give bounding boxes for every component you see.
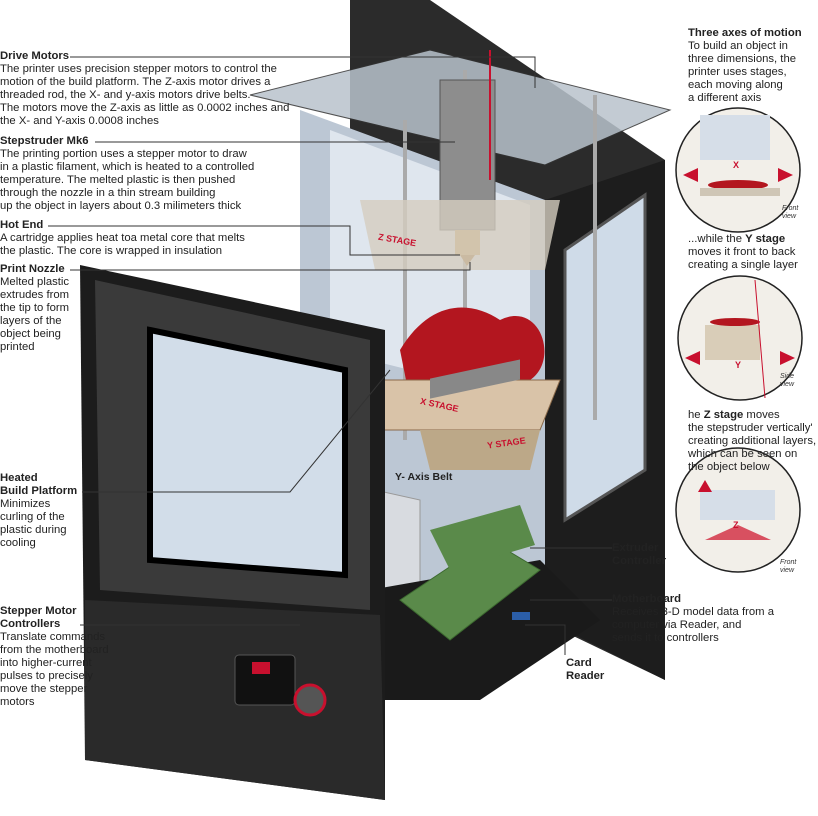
z-text-post: moves the stepstruder vertically' creati… — [688, 409, 817, 473]
sidebar-z-text: he Z stage moves the stepstruder vertica… — [688, 409, 816, 474]
callout-title: Motherboard — [612, 593, 682, 605]
callout-body: Minimizes curling of the plastic during … — [0, 498, 67, 549]
callout-title: Hot End — [0, 219, 44, 231]
view-z-circle — [675, 447, 801, 573]
callout-body: A cartridge applies heat toa metal core … — [0, 232, 245, 257]
callout-print-nozzle: Print Nozzle Melted plastic extrudes fro… — [0, 263, 69, 354]
callout-title: Stepstruder Mk6 — [0, 135, 89, 147]
y-text-bold: Y stage — [745, 233, 786, 245]
callout-stepper-controllers: Stepper Motor Controllers Translate comm… — [0, 605, 109, 709]
callout-hot-end: Hot End A cartridge applies heat toa met… — [0, 219, 245, 258]
right-window — [563, 192, 647, 523]
callout-card-reader: Card Reader — [566, 657, 604, 683]
y-axis-belt — [430, 359, 520, 399]
callout-stepstruder: Stepstruder Mk6 The printing portion use… — [0, 135, 254, 213]
z-text-pre: he — [688, 409, 704, 421]
y-text-post: moves it front to back creating a single… — [688, 246, 798, 271]
callout-title: Drive Motors — [0, 50, 70, 62]
view-z-caption: Front view — [780, 559, 797, 574]
callout-drive-motors: Drive Motors The printer uses precision … — [0, 50, 289, 128]
callout-title: Print Nozzle — [0, 263, 65, 275]
callout-title: Card Reader — [566, 657, 605, 682]
control-panel-screen — [234, 654, 296, 706]
y-axis-belt-label: Y- Axis Belt — [395, 471, 453, 483]
view-y-caption: Side view — [780, 373, 795, 388]
callout-body: The printer uses precision stepper motor… — [0, 63, 290, 127]
door-window — [147, 326, 348, 579]
callout-body: Receives 3-D model data from a computer … — [612, 606, 774, 644]
callout-motherboard: Motherboard Receives 3-D model data from… — [612, 593, 774, 645]
callout-extruder-controller: Extruder Controller — [612, 542, 666, 568]
view-y-circle — [677, 275, 803, 401]
z-stage — [360, 200, 560, 270]
sidebar-intro: Three axes of motion To build an object … — [688, 27, 802, 105]
view-y-axis-label: Y — [735, 360, 742, 370]
callout-title: Stepper Motor Controllers — [0, 605, 77, 630]
z-text-bold: Z stage — [703, 409, 744, 421]
card-reader — [512, 612, 530, 620]
extruder-controller-board — [430, 505, 535, 570]
callout-title: Extruder Controller — [612, 542, 666, 567]
callout-body: Translate commands from the motherboard … — [0, 631, 109, 708]
callout-title: Heated Build Platform — [0, 472, 78, 497]
control-knob — [293, 683, 327, 717]
callout-heated-platform: Heated Build Platform Minimizes curling … — [0, 472, 77, 550]
sidebar-title: Three axes of motion — [688, 27, 802, 39]
callout-body: Melted plastic extrudes from the tip to … — [0, 276, 70, 353]
leader-lines — [48, 56, 612, 655]
view-x-axis-label: X — [733, 160, 740, 170]
callout-body: The printing portion uses a stepper moto… — [0, 148, 255, 212]
view-z-axis-label: Z — [733, 520, 739, 530]
y-text-pre: ...while the — [688, 233, 746, 245]
view-x-caption: Front view — [782, 205, 799, 220]
sidebar-y-text: ...while the Y stage moves it front to b… — [688, 233, 798, 272]
sidebar-body: To build an object in three dimensions, … — [688, 40, 797, 104]
y-stage — [420, 430, 540, 470]
view-x-circle — [675, 107, 801, 233]
